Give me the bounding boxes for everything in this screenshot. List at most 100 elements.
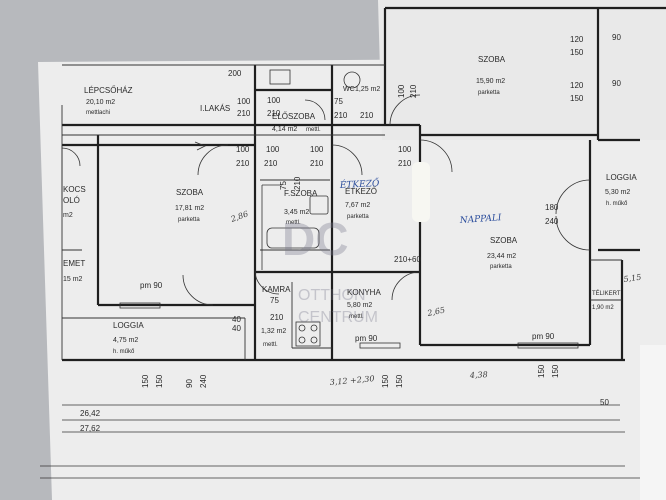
handwritten-notes: NAPPALI ÉTKEZŐ 2,86 2,65 5,15 3,12 +2,30… <box>194 141 642 387</box>
walls <box>62 6 666 362</box>
dim-label: 100 <box>266 145 280 154</box>
thin-walls <box>61 64 622 360</box>
dim-label: 120 <box>570 81 584 90</box>
dim-label: 90 <box>612 33 621 42</box>
window <box>359 342 401 349</box>
room-wc-area: 1,25 m2 <box>355 86 380 93</box>
dim-label: 150 <box>570 48 584 57</box>
room-etkezo-name: ÉTKEZŐ <box>345 187 377 196</box>
room-kamra-name: KAMRA <box>262 285 291 294</box>
sink <box>309 195 329 215</box>
dimension-labels: 200 100 210 100 210 75 210 210 100 210 1… <box>80 33 621 433</box>
note-bottom-a: 3,12 +2,30 <box>329 374 374 387</box>
dim-label: 150 <box>381 374 390 388</box>
dim-label: 100 <box>236 145 250 154</box>
room-eloszoba-name: ELŐSZOBA <box>272 112 316 121</box>
room-labels: LÉPCSŐHÁZ 20,10 m2 mettlachi I.LAKÁS ELŐ… <box>63 55 637 355</box>
room-loggia-left-floor: h. műkő <box>113 349 135 355</box>
dim-label: 210+60 <box>394 255 421 264</box>
door-arc <box>419 139 453 173</box>
note-arrow <box>194 141 206 151</box>
room-telikert-area: 1,90 m2 <box>592 305 614 311</box>
dim-label: 210 <box>270 313 284 322</box>
correction-marks <box>412 162 430 222</box>
note-num-265: 2,65 <box>426 305 446 318</box>
paper-edge <box>640 345 666 500</box>
cabinet <box>269 69 291 85</box>
room-loggia-right-area: 5,30 m2 <box>605 189 630 196</box>
dim-label: pm 90 <box>140 281 163 290</box>
dim-label: 150 <box>551 364 560 378</box>
door-arc <box>555 179 591 215</box>
dim-label: 50 <box>600 398 609 407</box>
room-etkezo-area: 7,67 m2 <box>345 202 370 209</box>
room-konyha-area: 5,80 m2 <box>347 302 372 309</box>
dim-label: 210 <box>264 159 278 168</box>
dim-label: 210 <box>334 111 348 120</box>
room-szoba-top-name: SZOBA <box>478 55 506 64</box>
dim-label: 150 <box>395 374 404 388</box>
room-konyha-name: KONYHA <box>347 288 381 297</box>
correction-blob <box>412 162 430 222</box>
dim-label: 75 <box>334 97 343 106</box>
dim-label: 210 <box>310 159 324 168</box>
room-kamra-floor: mettl. <box>263 342 278 348</box>
door-arc <box>61 147 81 167</box>
dim-label: 40 <box>232 324 241 333</box>
dim-label: 100 <box>397 84 406 98</box>
room-telikert-name: TÉLIKERT <box>592 290 621 297</box>
room-loggia-left-area: 4,75 m2 <box>113 337 138 344</box>
dim-label: pm 90 <box>532 332 555 341</box>
room-konyha-floor: mettl. <box>349 314 364 320</box>
room-szoba-main-floor: parketta <box>490 264 512 270</box>
room-szoba-left-floor: parketta <box>178 217 200 223</box>
dim-label: 100 <box>267 96 281 105</box>
room-furdo-floor: mettl. <box>286 220 301 226</box>
room-emet-name: EMET <box>63 259 85 268</box>
room-loggia-right-name: LOGGIA <box>606 173 637 182</box>
window <box>119 302 161 309</box>
dim-label: 150 <box>570 94 584 103</box>
paper-sheet <box>38 58 666 500</box>
dim-label: 150 <box>155 374 164 388</box>
room-szoba-top-floor: parketta <box>478 90 500 96</box>
note-etkezo: ÉTKEZŐ <box>338 176 380 191</box>
dim-label: 180 <box>545 203 559 212</box>
room-loggia-left-name: LOGGIA <box>113 321 144 330</box>
dim-label: 100 <box>310 145 324 154</box>
room-szoba-top-area: 15,90 m2 <box>476 78 505 85</box>
door-arc <box>197 144 229 176</box>
room-eloszoba-area: 4,14 m2 <box>272 126 297 133</box>
door-arc <box>555 215 591 251</box>
paper-sheet-top <box>378 0 666 140</box>
dim-label: 150 <box>141 374 150 388</box>
burner <box>310 324 318 332</box>
dim-label: 210 <box>293 176 302 190</box>
dim-label: 100 <box>398 145 412 154</box>
room-kocsi-name2: OLÓ <box>63 196 80 205</box>
note-nappali: NAPPALI <box>459 213 503 226</box>
bathtub <box>266 227 320 249</box>
dim-label: 150 <box>537 364 546 378</box>
room-kamra-area: 1,32 m2 <box>261 328 286 335</box>
burner <box>298 336 306 344</box>
room-loggia-right-floor: h. műkő <box>606 201 628 207</box>
dim-label: 210 <box>409 84 418 98</box>
room-szoba-main-area: 23,44 m2 <box>487 253 516 260</box>
door-arc <box>389 94 421 126</box>
dim-label: 75 <box>270 296 279 305</box>
room-furdo-name: F.SZOBA <box>284 189 318 198</box>
dim-total-a: 26,42 <box>80 409 101 418</box>
door-arc <box>304 99 326 121</box>
room-lepcsohaz-area: 20,10 m2 <box>86 99 115 106</box>
room-kocsi-area: m2 <box>63 212 73 219</box>
dim-label: 90 <box>185 379 194 388</box>
dim-label: 210 <box>237 109 251 118</box>
dimension-lines <box>40 404 640 479</box>
dim-label: 90 <box>612 79 621 88</box>
dim-label: 200 <box>228 69 242 78</box>
dim-label: 210 <box>398 159 412 168</box>
room-lepcsohaz-name: LÉPCSŐHÁZ <box>84 86 133 95</box>
door-arc <box>182 274 214 306</box>
